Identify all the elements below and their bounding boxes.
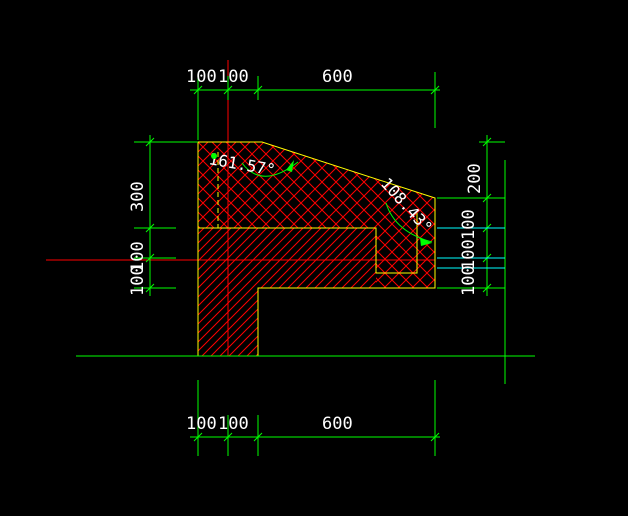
bottom-dimension: [190, 380, 440, 456]
left-dim-100-b: 100: [128, 265, 148, 296]
snap-marker: [211, 153, 217, 159]
top-dim-100-b: 100: [218, 67, 249, 87]
right-dim-100-c: 100: [459, 265, 479, 296]
top-dimension: [190, 72, 440, 140]
angle-arrow-right: [420, 238, 432, 246]
left-dimension: [134, 135, 198, 296]
right-dim-100-b: 100: [459, 239, 479, 270]
bottom-dim-100-a: 100: [186, 414, 217, 434]
top-dim-100-a: 100: [186, 67, 217, 87]
top-dim-600: 600: [322, 67, 353, 87]
inner-step-outline: [198, 213, 418, 274]
angle-arc-right: [385, 202, 433, 243]
bottom-dim-600: 600: [322, 414, 353, 434]
right-dim-200: 200: [465, 163, 485, 194]
right-extension-lines: [437, 227, 505, 269]
bottom-dim-100-b: 100: [218, 414, 249, 434]
upper-hatch-region: [198, 142, 435, 288]
left-dim-100-a: 100: [128, 241, 148, 272]
lower-hatch-region: [198, 228, 376, 356]
angle-arrow-top-left: [286, 160, 294, 172]
right-dim-100-a: 100: [459, 209, 479, 240]
left-dim-300: 300: [128, 181, 148, 212]
right-dimension: [437, 135, 506, 384]
